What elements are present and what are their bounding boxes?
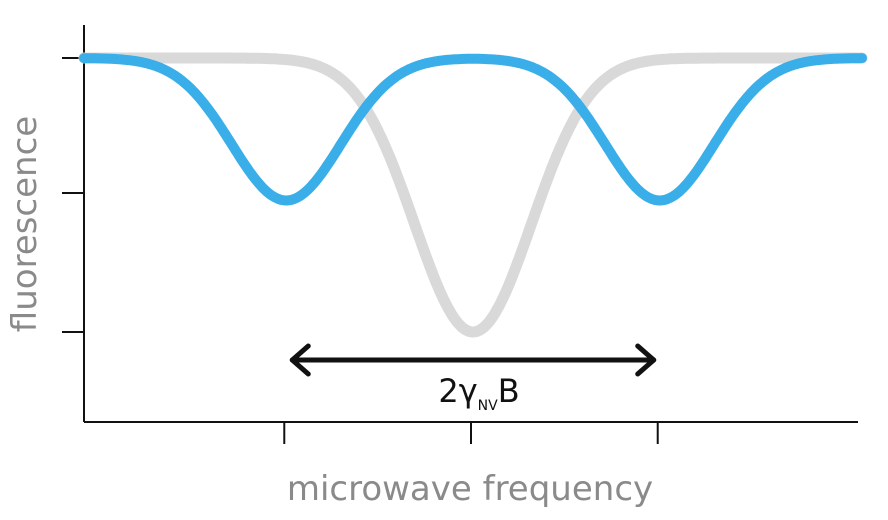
series-split-line: [79, 53, 867, 206]
splitting-label-end: B: [498, 372, 520, 410]
ticks: [62, 57, 659, 444]
series-zero-field-line: [78, 52, 868, 338]
annotation: 2γNVB: [289, 343, 657, 414]
arrowhead-right-icon: [635, 343, 657, 377]
splitting-label: 2γNVB: [438, 372, 519, 414]
splitting-label-sub: NV: [478, 398, 498, 414]
x-axis-title: microwave frequency: [287, 469, 653, 509]
y-axis-title: fluorescence: [5, 116, 45, 332]
series-layer: [78, 52, 868, 338]
splitting-label-main: 2γ: [438, 372, 477, 410]
arrowhead-left-icon: [289, 343, 311, 377]
